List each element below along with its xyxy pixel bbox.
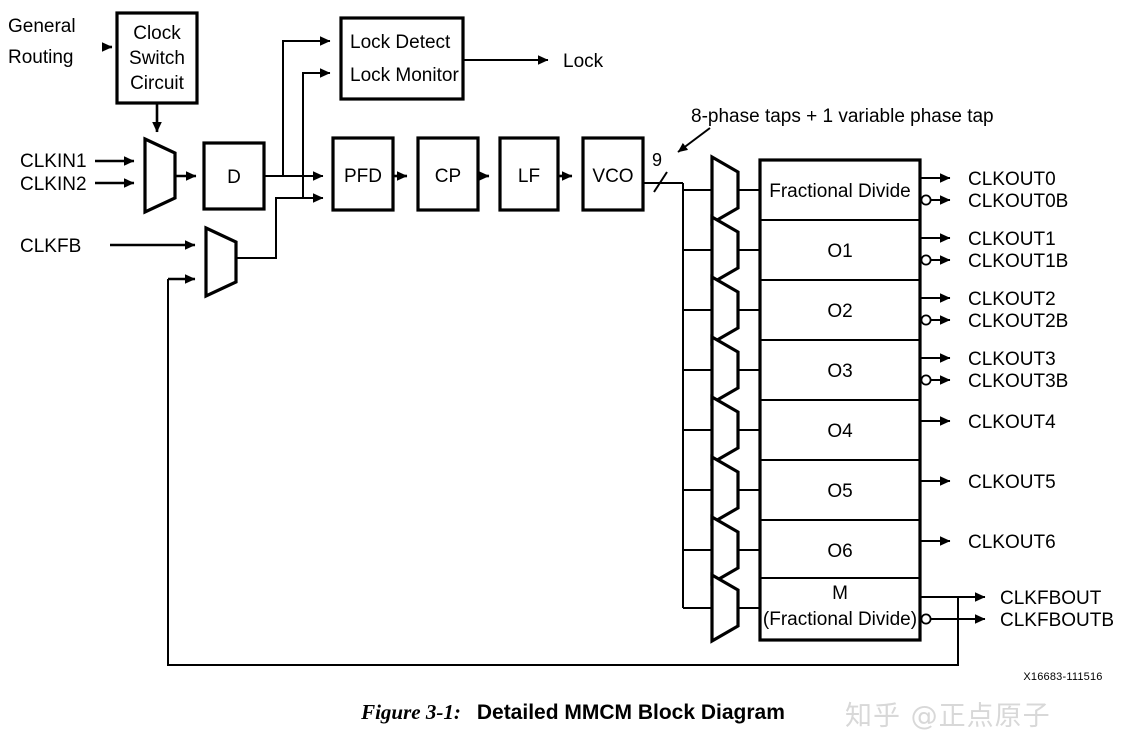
clkout3b-inversion-bubble [920,374,932,386]
d-to-lock-detect-wire [282,36,331,176]
divider-label-6: O6 [827,541,852,562]
clkfb-mux-to-pfd-wire [236,197,322,259]
clkfboutb-inversion-bubble [920,613,932,625]
divider-label-0: Fractional Divide [769,181,911,202]
phase-mux-1 [710,214,740,286]
figure-caption: Figure 3-1: Detailed MMCM Block Diagram [0,700,1146,725]
clkin-mux [143,136,177,215]
lock-detect-block [339,16,465,101]
divider-label-7: M [832,583,848,604]
lf-label: LF [518,166,540,187]
phase-mux-5 [710,454,740,526]
phase-taps-callout-arrow [677,127,711,153]
clkfb-label: CLKFB [20,236,81,257]
phase-mux-0 [710,154,740,226]
watermark: 知乎 @正点原子 [845,701,1051,732]
lock-detect-label: Lock Detect [350,32,451,53]
clkout6-label: CLKOUT6 [968,532,1056,553]
bus-width-label: 9 [652,150,662,170]
pfd-label: PFD [344,166,382,187]
clkfbout-label: CLKFBOUT [1000,588,1102,609]
figure-title: Detailed MMCM Block Diagram [476,701,785,724]
phase-mux-3 [710,334,740,406]
bus-slash-mark [653,171,668,193]
clkout1-label: CLKOUT1 [968,229,1056,250]
divider-sublabel-7: (Fractional Divide) [763,609,917,630]
cp-block [416,136,480,212]
clkin2-label: CLKIN2 [20,174,87,195]
clock-switch-label-line3: Circuit [130,73,185,94]
clkout1b-inversion-bubble [920,254,932,266]
phase-taps-label: 8-phase taps + 1 variable phase tap [691,106,994,127]
lf-block [498,136,560,212]
phase-mux-6 [710,514,740,586]
divider-label-2: O2 [827,301,852,322]
general-routing-label-line1: General [8,16,76,37]
clkout5-label: CLKOUT5 [968,472,1056,493]
general-routing-label-line2: Routing [8,47,74,68]
divider-label-5: O5 [827,481,852,502]
clkout2-label: CLKOUT2 [968,289,1056,310]
clkin1-label: CLKIN1 [20,151,87,172]
figure-number: Figure 3-1: [361,700,461,724]
clkout0-label: CLKOUT0 [968,169,1056,190]
cp-label: CP [435,166,461,187]
divider-label-3: O3 [827,361,852,382]
divider-label-1: O1 [827,241,852,262]
clkout1b-label: CLKOUT1B [968,251,1068,272]
clkfb-mux [204,225,238,299]
phase-mux-4 [710,394,740,466]
clkout3b-label: CLKOUT3B [968,371,1068,392]
lock-output-label: Lock [563,51,604,72]
divider-label-4: O4 [827,421,853,442]
lock-monitor-label: Lock Monitor [350,65,459,86]
clkfb-to-lock-monitor-wire [302,68,331,198]
global-feedback-path [167,279,959,666]
pfd-block [331,136,395,212]
clock-switch-label-line1: Clock [133,23,181,44]
phase-mux-7 [710,572,740,644]
clock-switch-label-line2: Switch [129,48,185,69]
vco-block [581,136,645,212]
phase-mux-2 [710,274,740,346]
clkout2b-label: CLKOUT2B [968,311,1068,332]
clkout2b-inversion-bubble [920,314,932,326]
clkout0b-label: CLKOUT0B [968,191,1068,212]
delay-label: D [227,167,241,188]
vco-label: VCO [592,166,633,187]
clkout4-label: CLKOUT4 [968,412,1056,433]
clkout3-label: CLKOUT3 [968,349,1056,370]
clkfboutb-label: CLKFBOUTB [1000,610,1114,631]
clkout0b-inversion-bubble [920,194,932,206]
figure-id-label: X16683-111516 [1023,671,1102,683]
